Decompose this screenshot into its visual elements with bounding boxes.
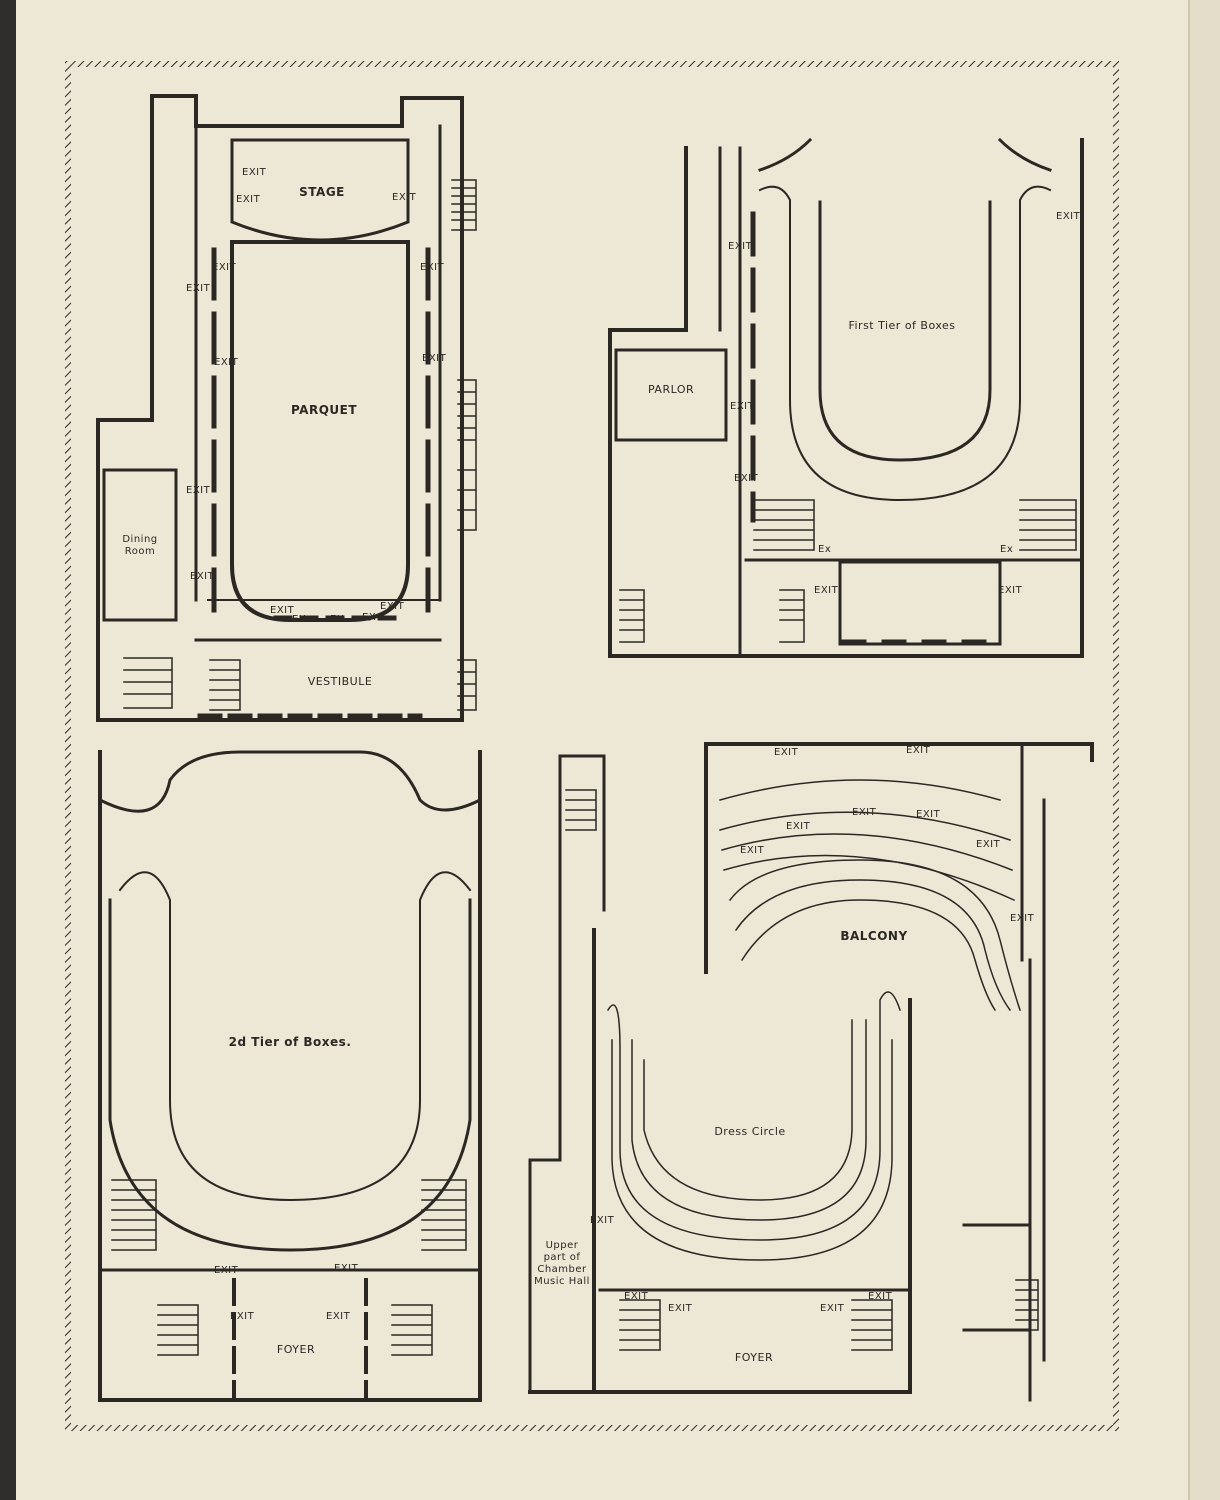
exit-label: EXIT (326, 1311, 351, 1322)
exit-label: EXIT (422, 353, 447, 364)
program-page (16, 0, 1188, 1500)
exit-label: EXIT (380, 601, 405, 612)
adjacent-page-edge (1188, 0, 1220, 1500)
foyer-label: FOYER (734, 1351, 774, 1364)
exit-label: EXIT (786, 821, 811, 832)
ex-label: EX (330, 614, 345, 625)
dress-circle-label: Dress Circle (714, 1125, 786, 1138)
exit-label: EXIT (814, 585, 839, 596)
exit-label: EXIT (624, 1291, 649, 1302)
exit-label: EXIT (1010, 913, 1035, 924)
exit-label: EXIT (740, 845, 765, 856)
ex-label: Ex (818, 544, 832, 555)
first-tier-title: First Tier of Boxes (848, 319, 956, 332)
exit-label: EXIT (590, 1215, 615, 1226)
second-tier-plan (97, 750, 483, 1402)
exit-label: EXIT (214, 357, 239, 368)
balcony-dress-circle-plan (528, 742, 1094, 1402)
exit-label: EXIT (334, 1263, 359, 1274)
exit-label: EXIT (1056, 211, 1081, 222)
balcony-label: BALCONY (840, 929, 908, 943)
exit-label: EXIT (190, 571, 215, 582)
exit-label: EXIT (730, 401, 755, 412)
vestibule-label: VESTIBULE (307, 675, 373, 688)
exit-label: EXIT (868, 1291, 893, 1302)
exit-label: EXIT (728, 241, 753, 252)
exit-label: EXIT (668, 1303, 693, 1314)
foyer-label: FOYER (276, 1343, 316, 1356)
exit-label: EXIT (186, 283, 211, 294)
page-border (65, 61, 1119, 1431)
first-tier-plan (608, 137, 1084, 658)
exit-label: EXIT (976, 839, 1001, 850)
parquet-plan (96, 94, 477, 722)
exit-label: EXIT (998, 585, 1023, 596)
exit-label: EXIT (214, 1265, 239, 1276)
exit-label: EXIT (906, 745, 931, 756)
second-tier-title: 2d Tier of Boxes. (228, 1035, 352, 1049)
exit-label: EXIT (820, 1303, 845, 1314)
chamber-music-hall-note: Upper part of Chamber Music Hall (534, 1240, 590, 1287)
exit-label: EXIT (242, 167, 267, 178)
exit-label: EXIT (186, 485, 211, 496)
exit-label: EXIT (916, 809, 941, 820)
ex-label: EX (292, 614, 307, 625)
exit-label: EXIT (212, 262, 237, 273)
exit-label: EXIT (774, 747, 799, 758)
exit-label: EXIT (852, 807, 877, 818)
parlor-label: PARLOR (648, 383, 695, 396)
ex-label: Ex (1000, 544, 1014, 555)
parquet-label: PARQUET (290, 403, 358, 417)
exit-label: EXIT (420, 262, 445, 273)
exit-label: EXIT (734, 473, 759, 484)
stage-label: STAGE (299, 185, 345, 199)
exit-label: EXIT (230, 1311, 255, 1322)
ex-label: EX (362, 612, 377, 623)
exit-label: EXIT (270, 605, 295, 616)
dining-room-label: Dining Room (122, 534, 158, 557)
exit-label: EXIT (392, 192, 417, 203)
exit-label: EXIT (236, 194, 261, 205)
